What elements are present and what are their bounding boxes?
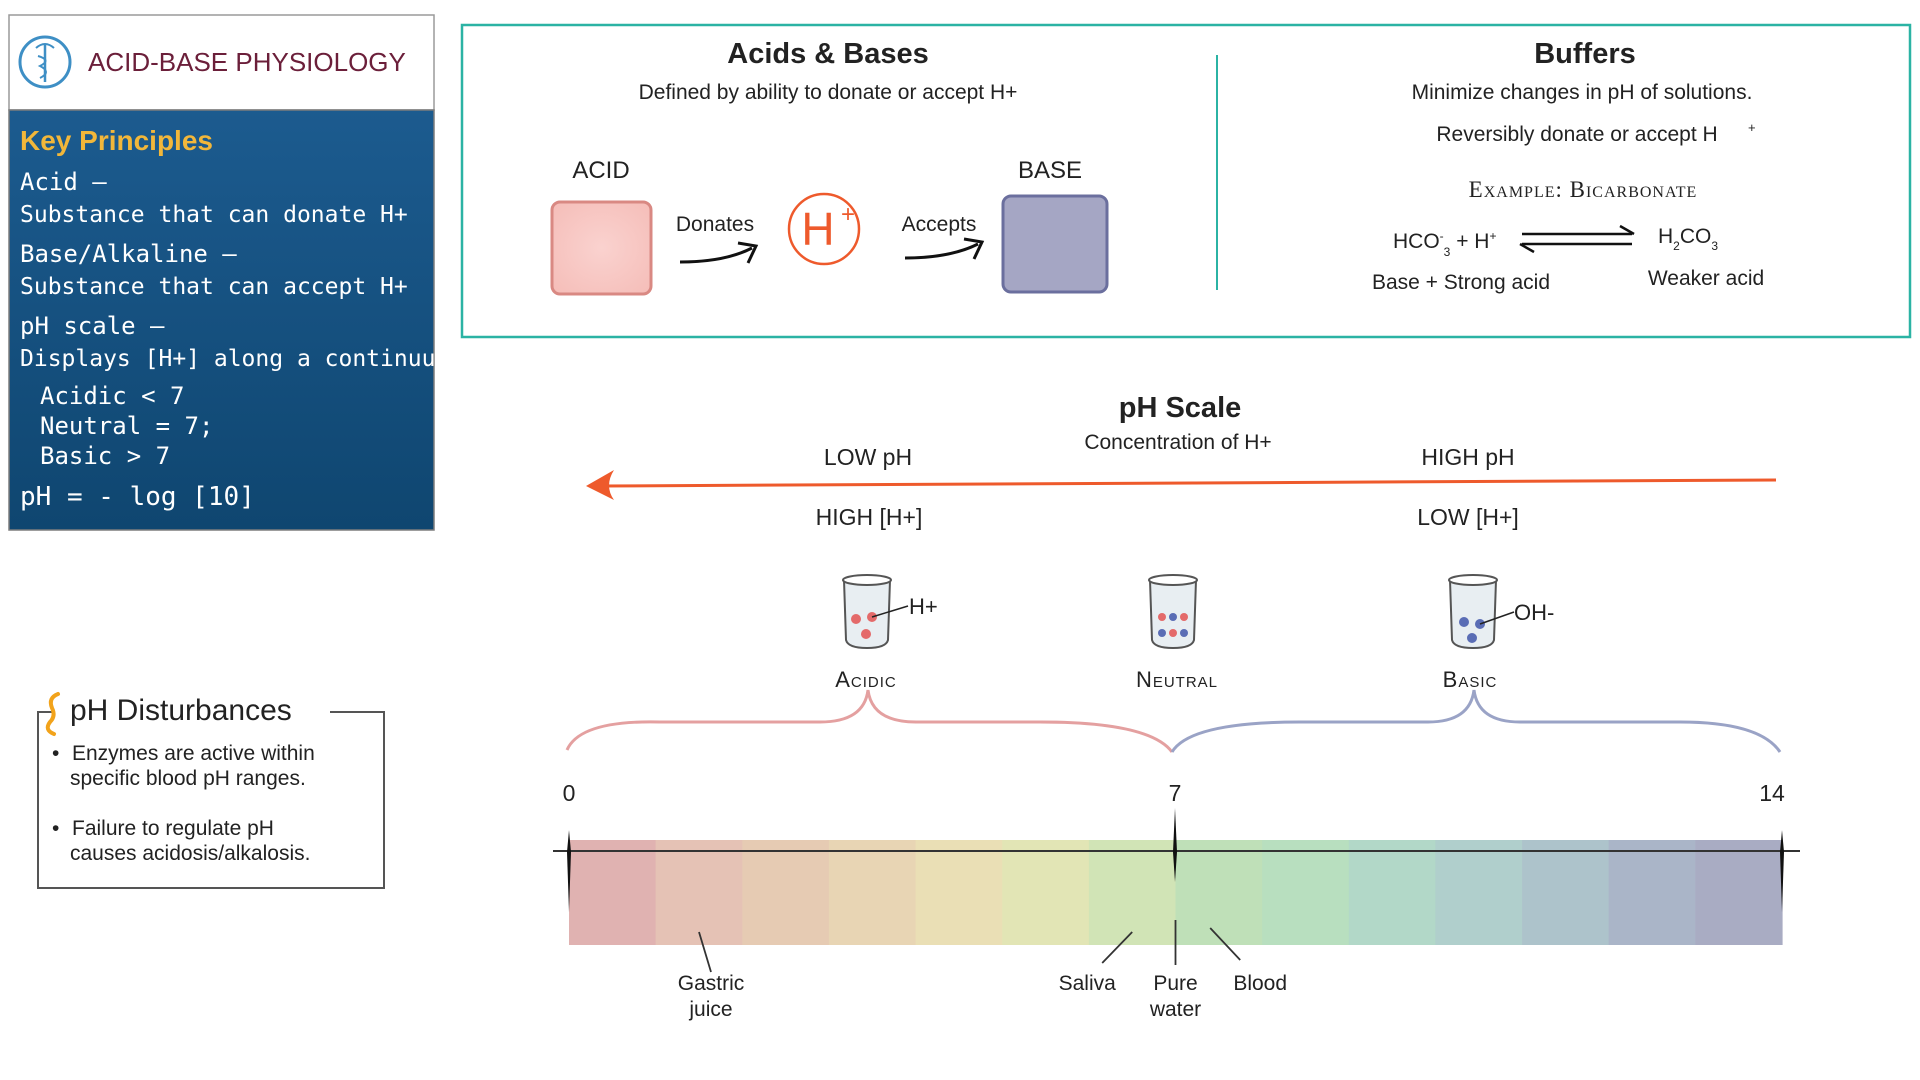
ph-band-5	[1002, 840, 1090, 945]
acidic-brace	[565, 689, 1174, 753]
curved-arrow-icon	[904, 237, 985, 260]
ph-scale-section: pH Scale Concentration of H+ LOW pH HIGH…	[553, 392, 1800, 1021]
basic-rule: Basic > 7	[40, 442, 170, 470]
acids-bases-buffers-panel: Acids & Bases Defined by ability to dona…	[460, 23, 1912, 339]
tick-mark-7	[1173, 808, 1177, 882]
ph-band-10	[1435, 840, 1523, 945]
buffers-title: Buffers	[1534, 38, 1636, 70]
ph-scale-title: pH Scale	[1119, 392, 1242, 424]
disturbance-1-line2: specific blood pH ranges.	[70, 767, 306, 790]
caduceus-icon	[18, 35, 72, 89]
base-term: Base/Alkaline —	[20, 240, 237, 268]
base-box	[1001, 194, 1109, 294]
disturbance-1-line1: Enzymes are active within	[72, 742, 315, 765]
ph-band-0	[569, 840, 657, 945]
oh-ion-label: OH-	[1514, 600, 1554, 625]
basic-brace	[1170, 689, 1782, 753]
acid-term: Acid —	[20, 168, 107, 196]
key-principles-heading: Key Principles	[20, 125, 213, 156]
basic-label: Basic	[1443, 667, 1498, 692]
low-h-label: LOW [H+]	[1417, 504, 1519, 530]
ph-band-6	[1088, 840, 1177, 945]
ph-band-7	[1175, 840, 1263, 945]
marker-label: Blood	[1233, 972, 1287, 995]
hook-icon	[45, 692, 60, 736]
ph-formula: pH = - log [10]	[20, 482, 255, 512]
tick-label-7: 7	[1169, 780, 1182, 806]
example-label: Example: Bicarbonate	[1469, 177, 1698, 202]
accepts-label: Accepts	[902, 213, 977, 236]
neutral-rule: Neutral = 7;	[40, 412, 213, 440]
donates-label: Donates	[676, 213, 754, 236]
ph-band-4	[915, 840, 1003, 945]
ph-scale-subtitle: Concentration of H+	[1084, 431, 1271, 454]
buffers-line2-sup: +	[1748, 120, 1756, 135]
marker-label: Gastric	[678, 972, 745, 995]
high-h-label: HIGH [H+]	[816, 504, 923, 530]
ph-band-8	[1262, 840, 1350, 945]
tick-label-0: 0	[563, 780, 576, 806]
ph-markers: Gastric juice Saliva Pure water Blood	[678, 920, 1287, 1021]
acid-definition: Substance that can donate H+	[20, 202, 408, 228]
bullet-dot: •	[52, 742, 59, 765]
basic-beaker-icon	[1448, 574, 1515, 650]
ph-band-2	[742, 840, 830, 945]
buffers-line1: Minimize changes in pH of solutions.	[1412, 81, 1753, 104]
acidic-rule: Acidic < 7	[40, 382, 185, 410]
equation-right: H2CO3	[1658, 225, 1718, 253]
marker-line	[1209, 927, 1241, 961]
hydrogen-symbol: H	[801, 203, 834, 255]
disturbances-title: pH Disturbances	[70, 694, 292, 727]
ph-band-11	[1522, 840, 1610, 945]
marker-line	[698, 931, 712, 973]
base-definition: Substance that can accept H+	[20, 274, 408, 300]
acid-label: ACID	[572, 157, 629, 184]
buffers-line2: Reversibly donate or accept H	[1436, 123, 1717, 146]
disturbance-2-line2: causes acidosis/alkalosis.	[70, 842, 310, 865]
acid-box	[550, 200, 653, 296]
tick-mark-14	[1780, 830, 1784, 912]
tick-label-14: 14	[1759, 780, 1785, 806]
high-ph-label: HIGH pH	[1421, 444, 1514, 470]
acidic-beaker-icon	[842, 574, 909, 650]
neutral-beaker-icon	[1148, 574, 1198, 650]
marker-label: Saliva	[1059, 972, 1117, 995]
base-label: BASE	[1018, 157, 1082, 184]
disturbance-2-line1: Failure to regulate pH	[72, 817, 274, 840]
bullet-dot: •	[52, 817, 59, 840]
acidic-label: Acidic	[835, 667, 897, 692]
ph-term: pH scale —	[20, 312, 165, 340]
marker-label: juice	[688, 998, 732, 1021]
h-ion-label: H+	[909, 594, 938, 619]
marker-line	[1101, 931, 1133, 964]
equation-left: HCO-3 + H+	[1393, 229, 1496, 259]
equilibrium-arrows-icon	[1519, 224, 1635, 254]
ph-band-9	[1348, 840, 1436, 945]
ph-band-1	[655, 840, 743, 945]
low-ph-label: LOW pH	[824, 444, 912, 470]
marker-label: Pure	[1153, 972, 1197, 995]
acids-bases-subtitle: Defined by ability to donate or accept H…	[639, 81, 1018, 104]
ph-definition: Displays [H+] along a continuum.	[20, 346, 463, 372]
ph-color-bands	[569, 840, 1783, 945]
hydrogen-plus: +	[841, 201, 855, 228]
app-title: ACID-BASE PHYSIOLOGY	[88, 47, 406, 77]
ph-band-3	[828, 840, 917, 945]
hydrogen-ion-icon: H +	[787, 192, 861, 266]
marker-label: water	[1149, 998, 1201, 1021]
concentration-arrow	[586, 470, 1777, 500]
neutral-label: Neutral	[1136, 667, 1218, 692]
acids-bases-title: Acids & Bases	[727, 38, 929, 70]
curved-arrow-icon	[679, 241, 759, 264]
key-principles-panel: Key Principles Acid — Substance that can…	[8, 109, 463, 531]
weaker-acid-caption: Weaker acid	[1648, 267, 1764, 290]
ph-band-13	[1695, 840, 1783, 945]
ph-disturbances-box: pH Disturbances • Enzymes are active wit…	[37, 692, 385, 889]
header-card: ACID-BASE PHYSIOLOGY	[8, 14, 435, 111]
ph-band-12	[1608, 840, 1696, 945]
base-strong-acid-caption: Base + Strong acid	[1372, 271, 1550, 294]
tick-mark-0	[567, 830, 571, 912]
